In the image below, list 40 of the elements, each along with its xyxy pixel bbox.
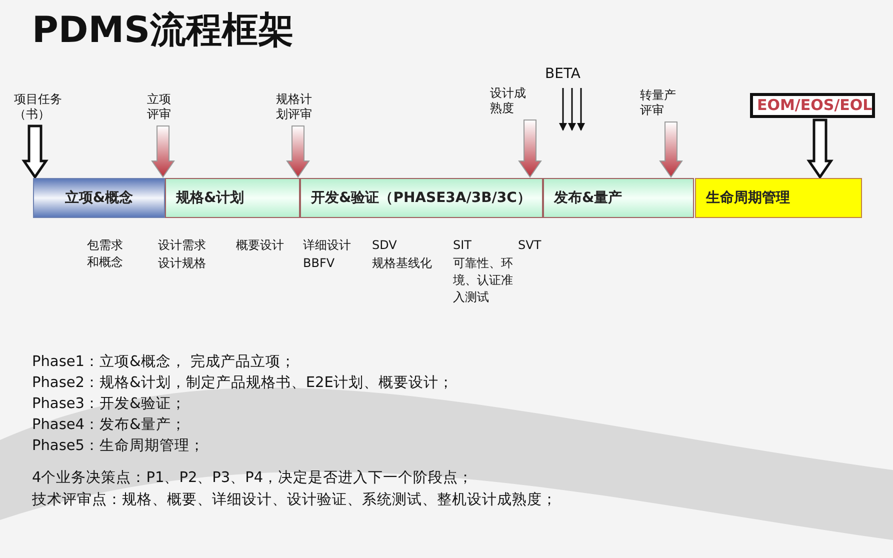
arrow xyxy=(286,126,310,178)
arrow xyxy=(518,120,542,178)
annotation-text: SVT xyxy=(518,237,542,254)
arrow xyxy=(659,122,683,178)
note-text: Phase5：生命周期管理； xyxy=(32,437,205,456)
milestone-label: 设计成熟度 xyxy=(490,86,528,116)
arrow xyxy=(806,118,834,180)
annotation-text: 详细设计 xyxy=(303,237,351,254)
milestone-label: 转量产评审 xyxy=(640,88,682,118)
milestone-label: 规格计划评审 xyxy=(276,92,316,122)
annotation-text: SDV xyxy=(372,237,397,254)
arrow xyxy=(151,126,175,178)
phase-box: 生命周期管理 xyxy=(695,178,862,218)
note-text: 技术评审点：规格、概要、详细设计、设计验证、系统测试、整机设计成熟度； xyxy=(32,490,557,510)
arrow xyxy=(22,124,48,180)
phase-box: 规格&计划 xyxy=(165,178,300,218)
note-text: Phase3：开发&验证； xyxy=(32,395,186,414)
phase-box: 立项&概念 xyxy=(33,178,165,218)
annotation-text: BBFV xyxy=(303,255,335,272)
arrow xyxy=(568,88,576,131)
arrow xyxy=(577,88,585,131)
annotation-text: 设计规格 xyxy=(158,255,206,272)
annotation-text: 包需求和概念 xyxy=(87,237,124,271)
note-text: 4个业务决策点：P1、P2、P3、P4，决定是否进入下一个阶段点； xyxy=(32,468,474,488)
note-text: Phase2：规格&计划，制定产品规格书、E2E计划、概要设计； xyxy=(32,374,454,393)
note-text: Phase4：发布&量产； xyxy=(32,416,186,435)
annotation-text: SIT xyxy=(453,237,472,254)
milestone-box: EOM/EOS/EOL xyxy=(750,93,875,118)
milestone-label: 立项评审 xyxy=(147,92,177,122)
phase-box: 发布&量产 xyxy=(543,178,694,218)
arrow xyxy=(559,88,567,131)
milestone-label: 项目任务（书） xyxy=(14,92,64,122)
title: PDMS流程框架 xyxy=(32,9,294,53)
annotation-text: 设计需求 xyxy=(158,237,206,254)
annotation-text: 可靠性、环境、认证准入测试 xyxy=(453,255,514,306)
milestone-label: BETA xyxy=(545,66,585,82)
annotation-text: 规格基线化 xyxy=(372,255,432,272)
note-text: Phase1：立项&概念， 完成产品立项； xyxy=(32,352,296,372)
annotation-text: 概要设计 xyxy=(236,237,284,254)
phase-box: 开发&验证（PHASE3A/3B/3C） xyxy=(300,178,543,218)
